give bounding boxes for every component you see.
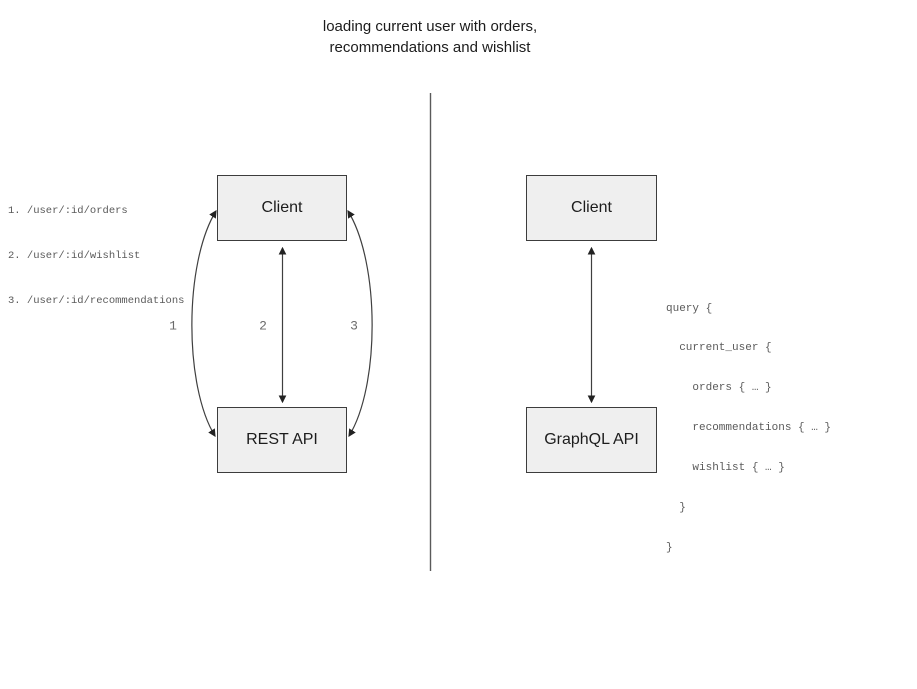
query-line: current_user { [666,342,772,355]
rest-endpoint-list: 1. /user/:id/orders 2. /user/:id/wishlis… [8,174,184,339]
rest-endpoint-recommendations: 3. /user/:id/recommendations [8,295,185,307]
rest-api-box: REST API [217,407,347,473]
rest-endpoint-orders: 1. /user/:id/orders [8,205,128,217]
graphql-api-box: GraphQL API [526,407,657,473]
graphql-query-snippet: query { current_user { orders { … } reco… [666,276,831,582]
rest-arrow-3 [347,210,373,437]
query-line: wishlist { … } [666,462,785,475]
rest-arrow-label-2: 2 [259,318,267,334]
query-line: orders { … } [666,382,772,395]
graphql-client-box: Client [526,175,657,241]
rest-client-label: Client [261,199,303,216]
rest-arrow-1 [191,210,217,437]
diagram-title-line2: recommendations and wishlist [329,39,531,56]
query-line: } [666,541,673,554]
rest-client-box: Client [217,175,347,241]
query-line: } [666,502,686,515]
diagram-title-line1: loading current user with orders, [322,18,538,35]
query-line: recommendations { … } [666,422,832,435]
rest-endpoint-wishlist: 2. /user/:id/wishlist [8,250,141,262]
graphql-client-label: Client [571,199,612,216]
diagram-title: loading current user with orders, recomm… [0,16,860,58]
graphql-api-label: GraphQL API [544,431,639,448]
rest-api-label: REST API [246,431,318,448]
rest-arrow-label-1: 1 [169,318,177,334]
rest-arrow-label-3: 3 [350,318,358,334]
query-line: query { [666,302,713,315]
